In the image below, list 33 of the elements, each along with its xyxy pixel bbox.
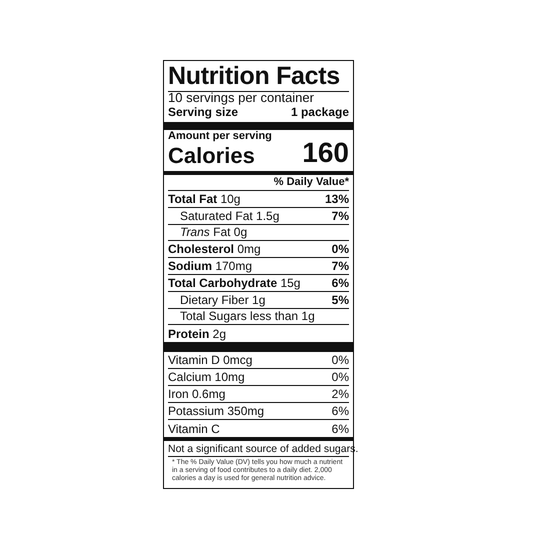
- daily-value-percent: 2%: [332, 388, 349, 400]
- nutrient-label: Saturated Fat 1.5g: [179, 210, 280, 222]
- daily-value-percent: 6%: [332, 276, 349, 289]
- nutrient-label: Dietary Fiber 1g: [179, 294, 266, 306]
- vitamin-mineral-label: Iron 0.6mg: [168, 388, 226, 400]
- nutrient-label: Cholesterol 0mg: [168, 243, 261, 256]
- nutrient-label: Total Carbohydrate 15g: [168, 276, 300, 289]
- nutrient-label: Total Fat 10g: [168, 192, 240, 205]
- daily-value-percent: 7%: [332, 260, 349, 272]
- serving-size-value: 1 package: [290, 106, 349, 118]
- daily-value-percent: 13%: [324, 192, 349, 205]
- serving-size-label: Serving size: [168, 106, 238, 118]
- daily-value-percent: 0%: [332, 354, 349, 366]
- nutrient-label: Total Sugars less than 1g: [179, 310, 315, 322]
- vitamin-mineral-label: Calcium 10mg: [168, 371, 245, 384]
- vitamin-mineral-label: Vitamin C: [168, 423, 220, 436]
- daily-value-percent: 6%: [332, 405, 349, 418]
- daily-value-percent: 6%: [332, 423, 349, 436]
- nutrient-label: Sodium 170mg: [168, 260, 252, 272]
- daily-value-percent: 0%: [332, 243, 349, 256]
- servings-text: 10 servings per container: [168, 91, 314, 104]
- vitamin-mineral-label: Potassium 350mg: [168, 405, 264, 418]
- vitamin-mineral-label: Vitamin D 0mcg: [168, 354, 252, 366]
- amount-heading: Amount per serving: [168, 131, 272, 142]
- daily-value-percent: 0%: [332, 371, 349, 384]
- daily-value-percent: 5%: [332, 294, 349, 306]
- nutrient-label: Trans Fat 0g: [179, 226, 248, 238]
- daily-value-percent: 7%: [332, 210, 349, 222]
- calories-label: Calories: [168, 145, 255, 167]
- calories-value: 160: [302, 139, 349, 167]
- daily-value-heading: % Daily Value*: [274, 177, 349, 188]
- title: Nutrition Facts: [168, 64, 340, 89]
- nutrient-label: Protein 2g: [168, 328, 226, 340]
